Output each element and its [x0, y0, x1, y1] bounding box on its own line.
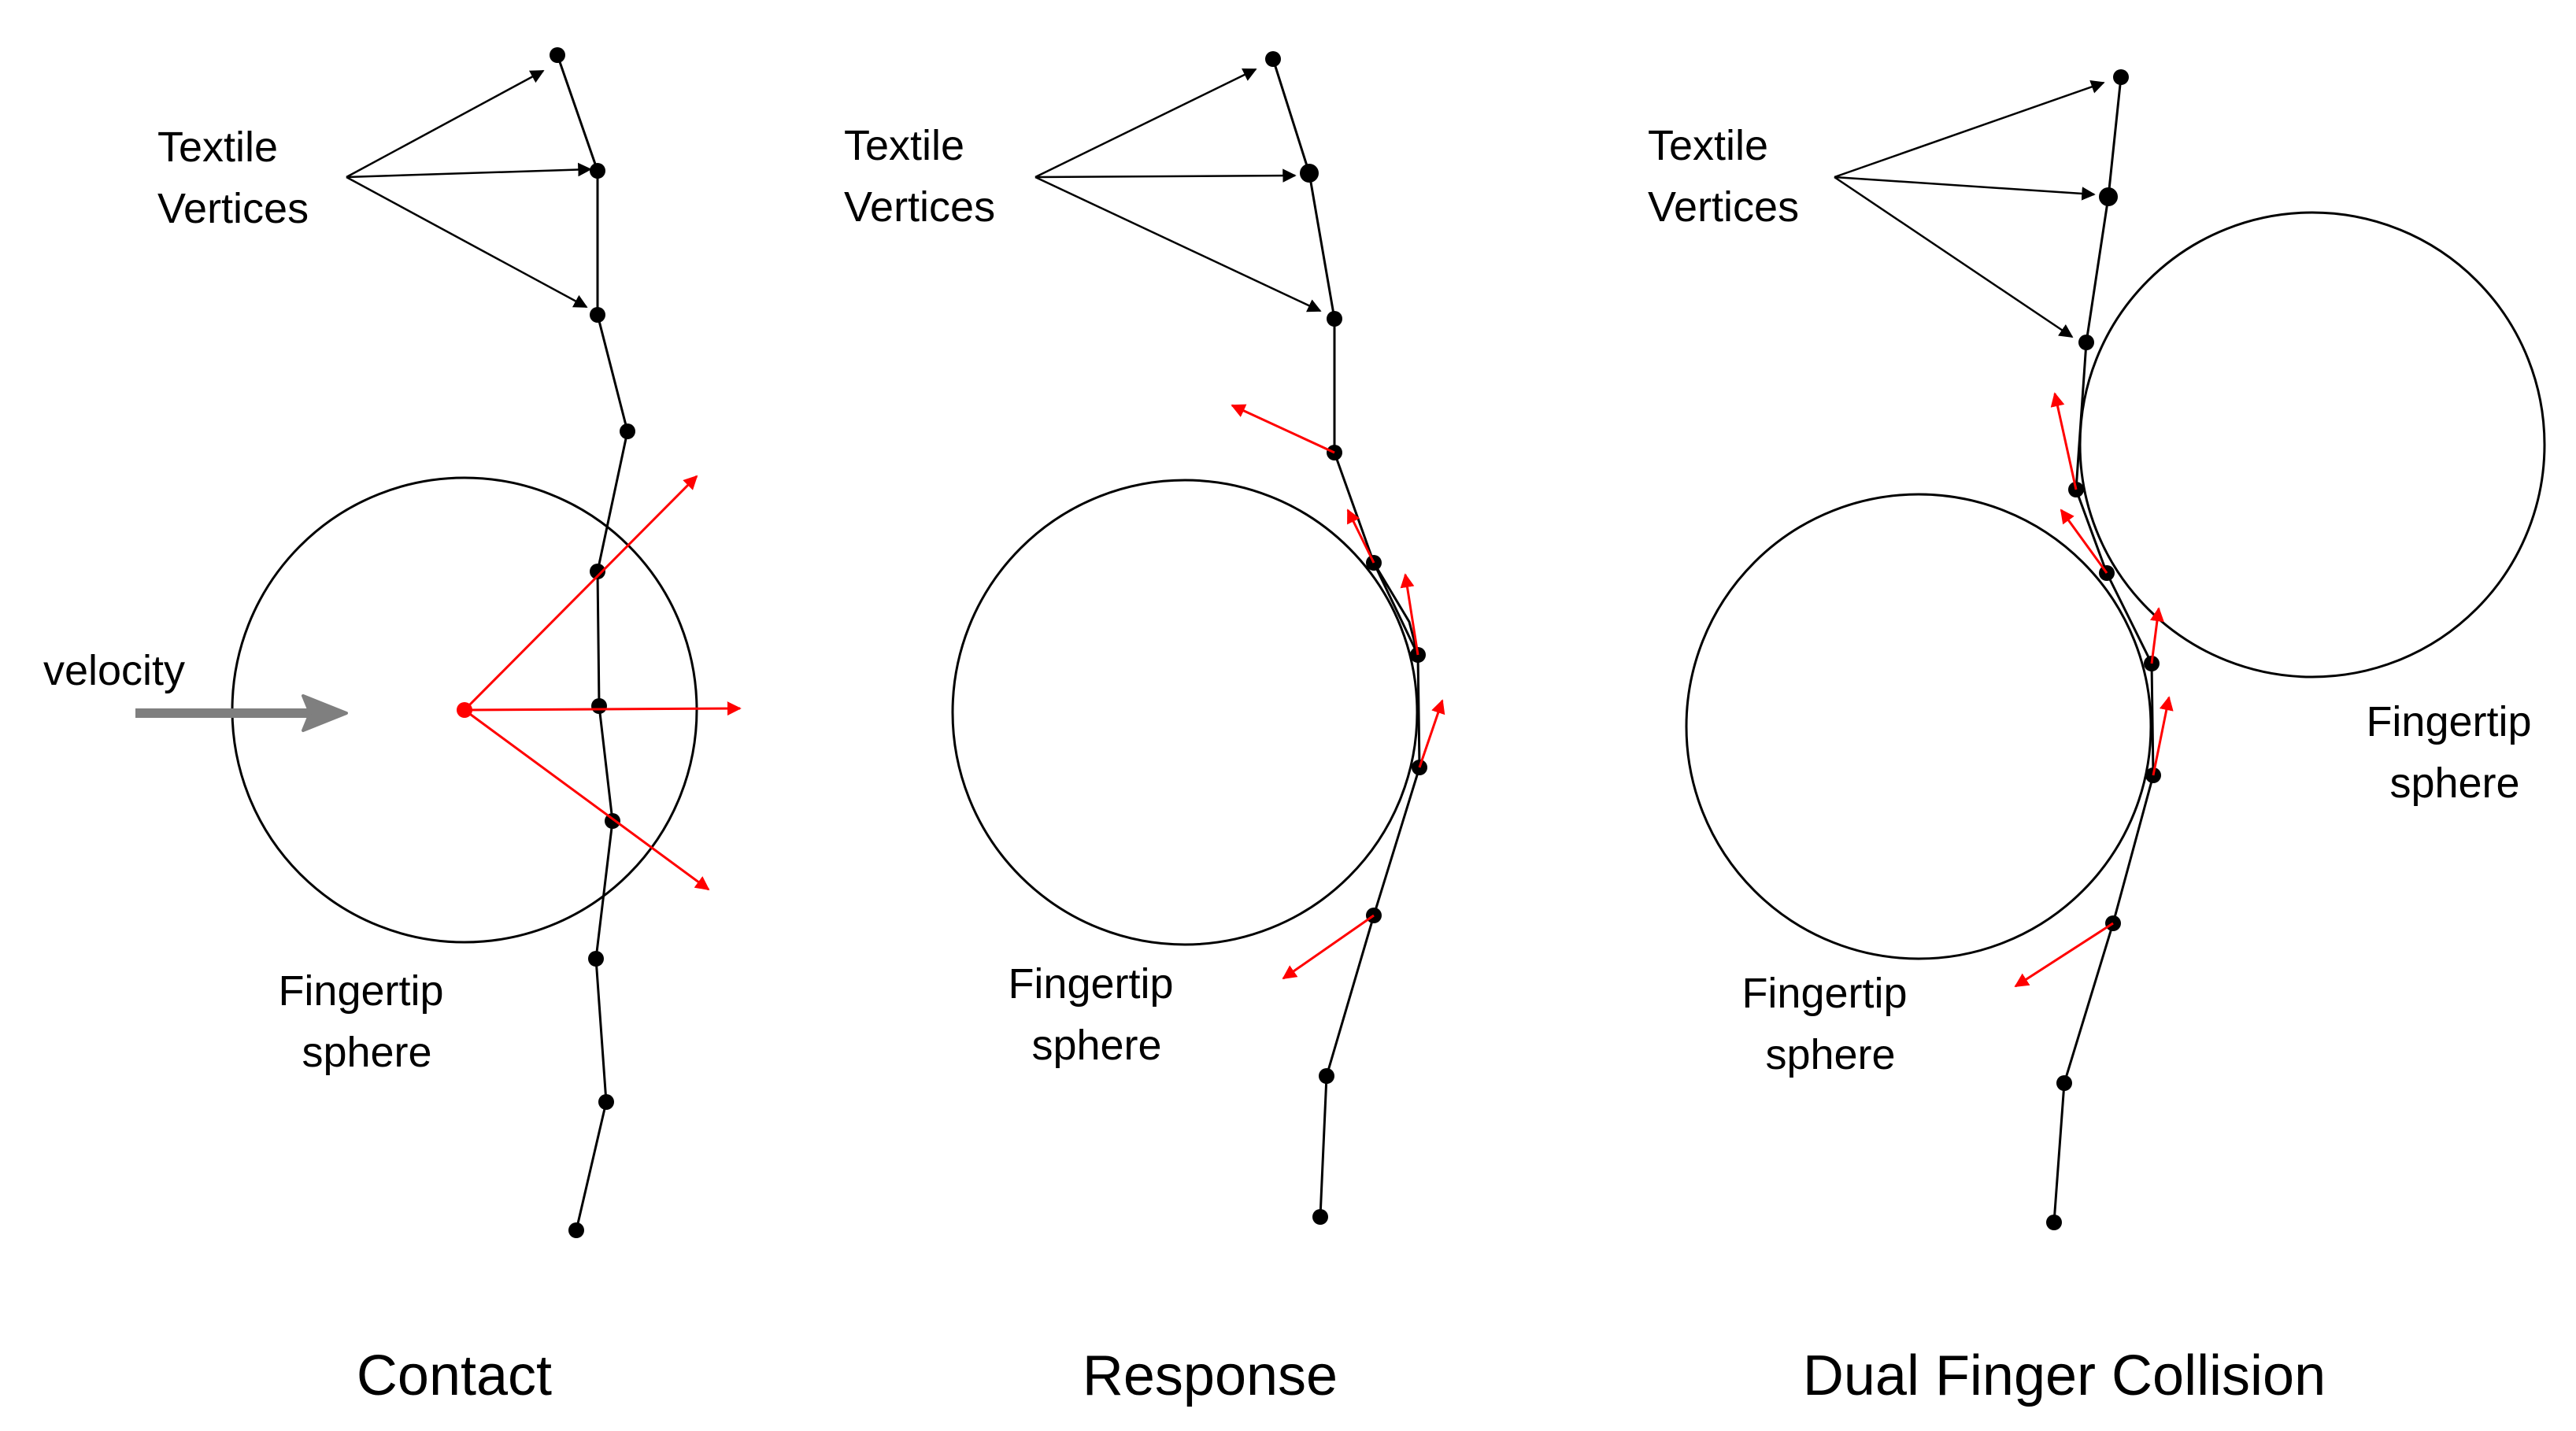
sphere-label-line2: sphere — [1765, 1031, 1895, 1078]
textile-vertex — [598, 1094, 614, 1110]
sphere-label: Fingertip sphere — [278, 967, 455, 1076]
response-force-vectors — [2014, 392, 2174, 988]
textile-label-line2: Vertices — [1648, 183, 1799, 231]
sphere-label-line1: Fingertip — [1741, 970, 1907, 1017]
textile-vertex — [1319, 1068, 1334, 1084]
textile-strand — [2052, 76, 2155, 1223]
textile-vertex — [590, 307, 605, 323]
textile-vertex — [550, 47, 565, 63]
textile-label: Textile Vertices — [157, 124, 309, 232]
label-pointer-arrows — [346, 69, 592, 309]
textile-vertex — [620, 423, 635, 439]
panel-contact: velocity Textile Vertices Fingertip sphe… — [43, 47, 742, 1407]
textile-label-line1: Textile — [844, 122, 964, 169]
velocity-arrow — [135, 694, 348, 732]
label-pointer-arrows — [1034, 68, 1322, 312]
sphere-label-line1: Fingertip — [2366, 698, 2531, 745]
textile-label-line1: Textile — [157, 124, 278, 171]
textile-label: Textile Vertices — [1648, 122, 1799, 231]
fingertip-sphere-upper — [2078, 211, 2546, 679]
textile-vertex — [568, 1222, 584, 1238]
textile-vertex — [591, 698, 607, 714]
textile-label-line2: Vertices — [157, 185, 309, 232]
textile-vertex — [1312, 1209, 1328, 1225]
velocity-label: velocity — [43, 647, 185, 694]
fingertip-sphere — [951, 479, 1419, 946]
panel-caption: Response — [1083, 1344, 1338, 1407]
collision-force-vectors — [463, 475, 742, 891]
sphere-label-upper: Fingertip sphere — [2366, 698, 2543, 807]
textile-label-line2: Vertices — [844, 183, 995, 231]
sphere-label-line1: Fingertip — [278, 967, 443, 1015]
textile-vertices — [550, 47, 635, 1238]
panel-caption: Contact — [357, 1344, 552, 1407]
sphere-label-line1: Fingertip — [1008, 960, 1173, 1008]
textile-vertex — [590, 564, 605, 579]
fingertip-sphere-lower — [1685, 493, 2152, 960]
sphere-label-lower: Fingertip sphere — [1741, 970, 1919, 1078]
textile-vertex — [2078, 335, 2094, 350]
panel-dual-finger-collision: Textile Vertices Fingertip sphere Finger… — [1648, 69, 2546, 1407]
textile-vertex — [588, 951, 604, 967]
textile-vertex — [590, 163, 605, 179]
response-force-vectors — [1231, 404, 1445, 980]
panel-response: Textile Vertices Fingertip sphere Respon… — [844, 51, 1445, 1407]
textile-label: Textile Vertices — [844, 122, 995, 231]
sphere-center — [457, 702, 472, 718]
textile-vertices — [1265, 51, 1427, 1225]
textile-vertex — [2046, 1215, 2062, 1230]
textile-label-line1: Textile — [1648, 122, 1768, 169]
textile-vertex — [1300, 164, 1319, 183]
sphere-label-line2: sphere — [302, 1029, 431, 1076]
sphere-label-line2: sphere — [1031, 1022, 1161, 1069]
textile-vertex — [2099, 187, 2118, 206]
textile-strand — [1271, 58, 1421, 1218]
textile-strand — [556, 54, 629, 1231]
label-pointer-arrows — [1834, 80, 2105, 338]
panel-caption: Dual Finger Collision — [1803, 1344, 2326, 1407]
textile-vertex — [2056, 1075, 2072, 1091]
sphere-label-line2: sphere — [2389, 760, 2519, 807]
textile-vertex — [1265, 51, 1281, 67]
textile-vertex — [2113, 69, 2129, 85]
sphere-label: Fingertip sphere — [1008, 960, 1185, 1069]
textile-vertex — [1327, 311, 1342, 327]
